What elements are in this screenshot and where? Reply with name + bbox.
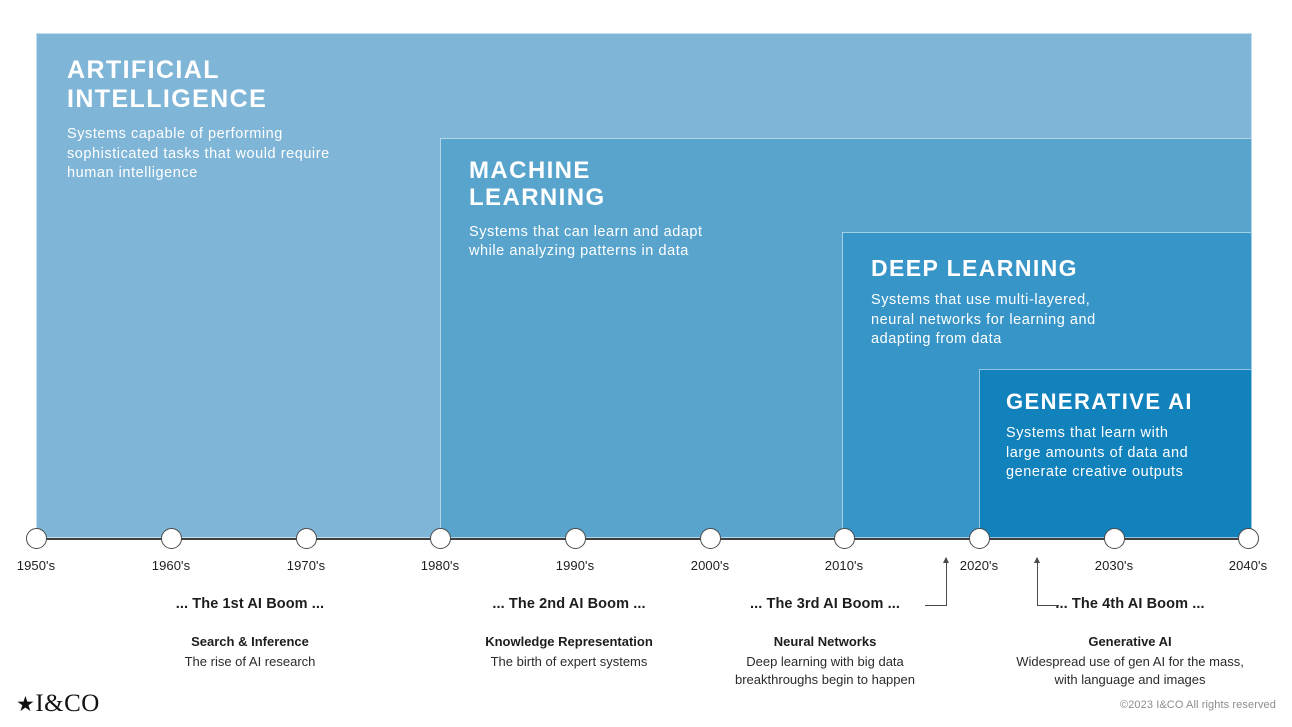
era-boom-label-4: ... The 4th AI Boom ... [1055, 596, 1205, 612]
era-connector-foot [925, 604, 947, 606]
era-caption-4th-boom: ... The 4th AI Boom ... Generative AI Wi… [970, 596, 1290, 689]
timeline-tick-2020s [969, 528, 990, 549]
timeline-tick-label-2000s: 2000's [690, 558, 730, 573]
timeline-axis-line [36, 538, 1252, 540]
concept-title-machine-learning: MACHINE LEARNING [469, 157, 606, 212]
concept-block-generative-ai: GENERATIVE AI Systems that learn with la… [979, 369, 1252, 538]
timeline-tick-label-2040s: 2040's [1228, 558, 1268, 573]
era-note-label-2: The birth of expert systems [490, 654, 648, 669]
era-topic-label-4: Generative AI [1088, 634, 1172, 649]
timeline-tick-label-1950s: 1950's [16, 558, 56, 573]
timeline-tick-2030s [1104, 528, 1125, 549]
era-note-label-3: Deep learning with big data breakthrough… [735, 654, 915, 688]
era-connector-arrow-up-icon [1034, 557, 1041, 563]
brand-logo: ★I&CO [16, 690, 100, 718]
era-topic-label-1: Search & Inference [191, 634, 309, 649]
timeline-tick-2040s [1238, 528, 1259, 549]
era-topic-label-3: Neural Networks [773, 634, 877, 649]
timeline-tick-label-1980s: 1980's [420, 558, 460, 573]
timeline-tick-2000s [700, 528, 721, 549]
era-connector-4th-boom [1034, 557, 1059, 606]
concept-title-generative-ai: GENERATIVE AI [1006, 389, 1193, 414]
brand-logo-text: I&CO [35, 690, 100, 717]
timeline-tick-2010s [834, 528, 855, 549]
concept-description-deep-learning: Systems that use multi-layered, neural n… [871, 292, 1096, 348]
era-connector-stem [1037, 558, 1039, 606]
era-caption-3rd-boom: ... The 3rd AI Boom ... Neural Networks … [665, 596, 985, 689]
concept-description-artificial-intelligence: Systems capable of performing sophistica… [67, 126, 330, 182]
era-connector-3rd-boom [925, 557, 950, 606]
concept-description-generative-ai: Systems that learn with large amounts of… [1006, 425, 1189, 481]
timeline-tick-1980s [430, 528, 451, 549]
era-note-label-1: The rise of AI research [184, 654, 316, 669]
era-boom-label-3: ... The 3rd AI Boom ... [750, 596, 900, 612]
timeline-tick-1990s [565, 528, 586, 549]
timeline-tick-label-2030s: 2030's [1094, 558, 1134, 573]
timeline-tick-label-1970s: 1970's [286, 558, 326, 573]
era-connector-stem [946, 558, 948, 606]
era-caption-1st-boom: ... The 1st AI Boom ... Search & Inferen… [90, 596, 410, 671]
era-connector-arrow-up-icon [943, 557, 950, 563]
timeline-tick-label-2020s: 2020's [959, 558, 999, 573]
timeline-tick-label-1990s: 1990's [555, 558, 595, 573]
timeline-tick-label-2010s: 2010's [824, 558, 864, 573]
copyright-notice: ©2023 I&CO All rights reserved [1119, 699, 1276, 711]
era-note-label-4: Widespread use of gen AI for the mass, w… [1016, 654, 1244, 688]
era-topic-label-2: Knowledge Representation [485, 634, 653, 649]
concept-title-artificial-intelligence: ARTIFICIAL INTELLIGENCE [67, 56, 268, 113]
era-boom-label-1: ... The 1st AI Boom ... [175, 596, 325, 612]
star-icon: ★ [16, 692, 36, 716]
era-boom-label-2: ... The 2nd AI Boom ... [492, 596, 646, 612]
timeline-tick-1950s [26, 528, 47, 549]
timeline-tick-1970s [296, 528, 317, 549]
concept-title-deep-learning: DEEP LEARNING [871, 255, 1078, 281]
concept-description-machine-learning: Systems that can learn and adapt while a… [469, 223, 703, 260]
era-connector-foot [1037, 604, 1059, 606]
timeline-tick-1960s [161, 528, 182, 549]
era-caption-2nd-boom: ... The 2nd AI Boom ... Knowledge Repres… [409, 596, 729, 671]
timeline-tick-label-1960s: 1960's [151, 558, 191, 573]
